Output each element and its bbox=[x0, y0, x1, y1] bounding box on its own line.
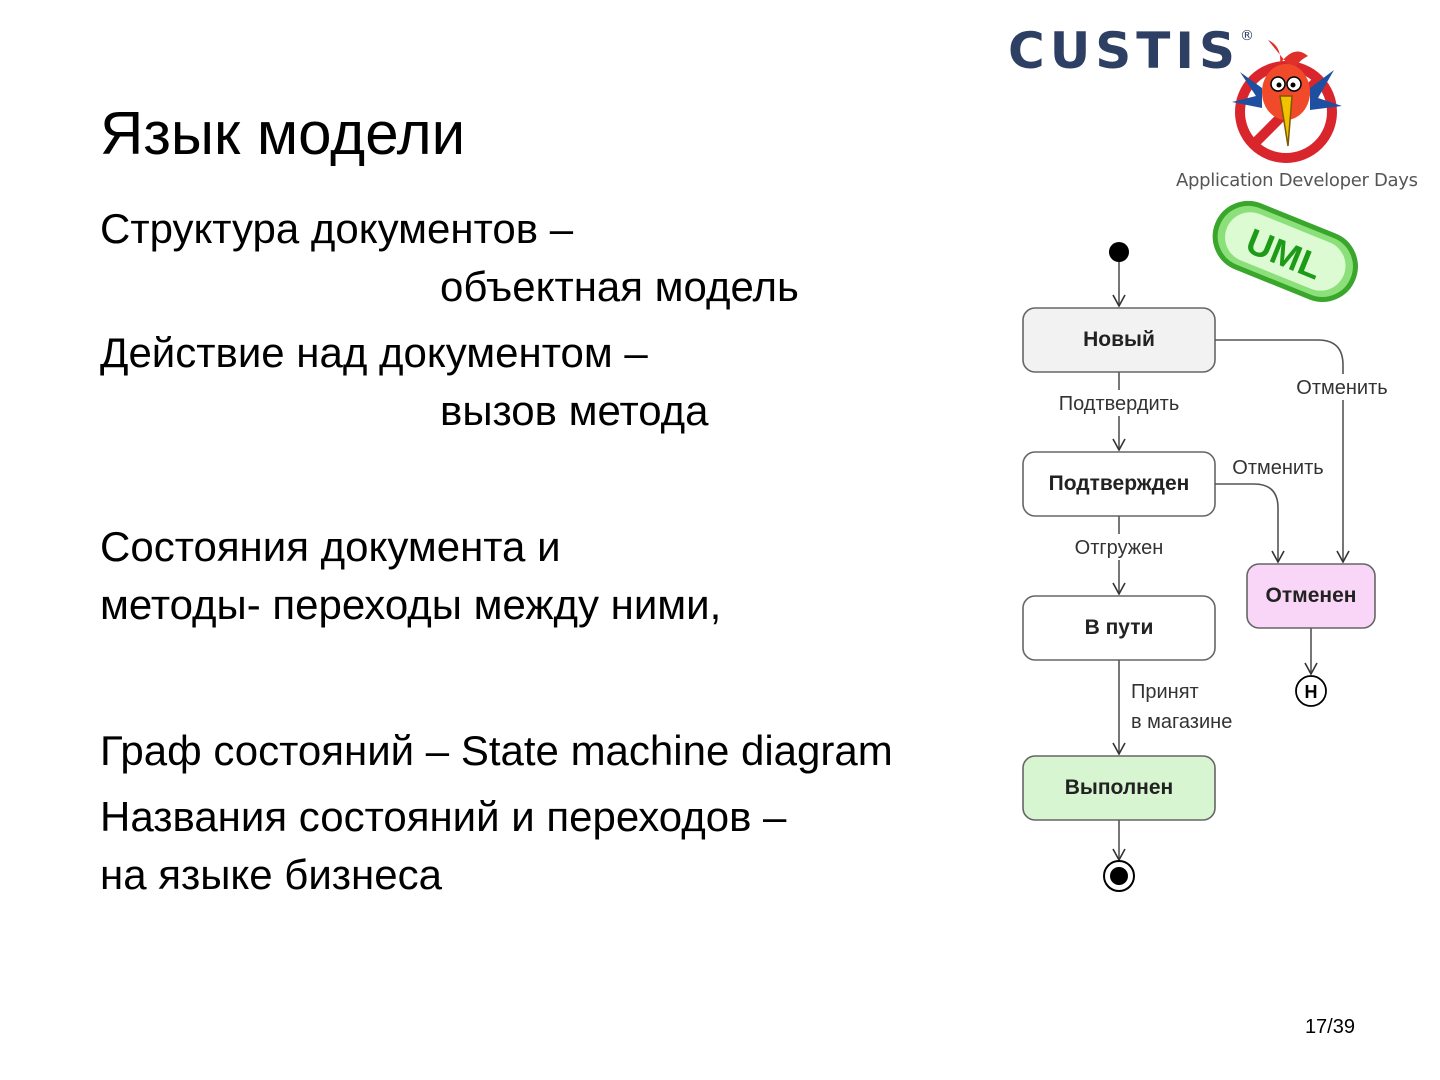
transition-confirm-label: Подтвердить bbox=[1059, 393, 1180, 415]
conference-caption: Application Developer Days bbox=[1176, 170, 1418, 191]
transition-shipped-label: Отгружен bbox=[1075, 537, 1164, 559]
body-line: Действие над документом – bbox=[100, 329, 648, 376]
body-line: Структура документов – bbox=[100, 205, 574, 252]
state-cancelled-label: Отменен bbox=[1266, 584, 1357, 607]
state-done-label: Выполнен bbox=[1065, 776, 1173, 799]
uml-badge: UML bbox=[1212, 200, 1358, 302]
state-confirmed-label: Подтвержден bbox=[1049, 472, 1190, 495]
custis-logo-text: CUSTIS bbox=[1008, 22, 1241, 80]
body-line: вызов метода bbox=[440, 387, 709, 434]
page-number: 17/39 bbox=[1304, 1016, 1355, 1038]
transition-cancel-from-new-label: Отменить bbox=[1296, 377, 1387, 399]
custis-logo: CUSTIS® bbox=[1008, 22, 1254, 80]
transition-cancel-from-confirmed-arrow bbox=[1215, 483, 1285, 564]
state-in-transit-label: В пути bbox=[1085, 616, 1154, 639]
slide-title: Язык модели bbox=[100, 100, 466, 167]
body-line: на языке бизнеса bbox=[100, 851, 442, 898]
history-state-label: H bbox=[1305, 682, 1318, 702]
body-line: Названия состояний и переходов – bbox=[100, 793, 787, 840]
initial-state bbox=[1109, 242, 1129, 262]
transition-accepted-label-line1: Принят bbox=[1131, 681, 1199, 703]
body-line: объектная модель bbox=[440, 263, 799, 310]
transition-cancel-from-confirmed-label: Отменить bbox=[1232, 457, 1323, 479]
transition-cancel-from-new-arrow bbox=[1215, 339, 1350, 564]
body-line: Граф состояний – State machine diagram bbox=[100, 727, 893, 774]
transition-accepted-label-line2: в магазине bbox=[1131, 711, 1232, 733]
body-line: Состояния документа и bbox=[100, 523, 561, 570]
history-state bbox=[1295, 675, 1327, 707]
state-new-label: Новый bbox=[1083, 328, 1155, 351]
slide-body: Структура документов – объектная модель … bbox=[100, 200, 1020, 904]
woodpecker-mascot-icon bbox=[1232, 40, 1342, 163]
registered-mark: ® bbox=[1240, 28, 1255, 44]
body-line: методы- переходы между ними, bbox=[100, 581, 722, 628]
